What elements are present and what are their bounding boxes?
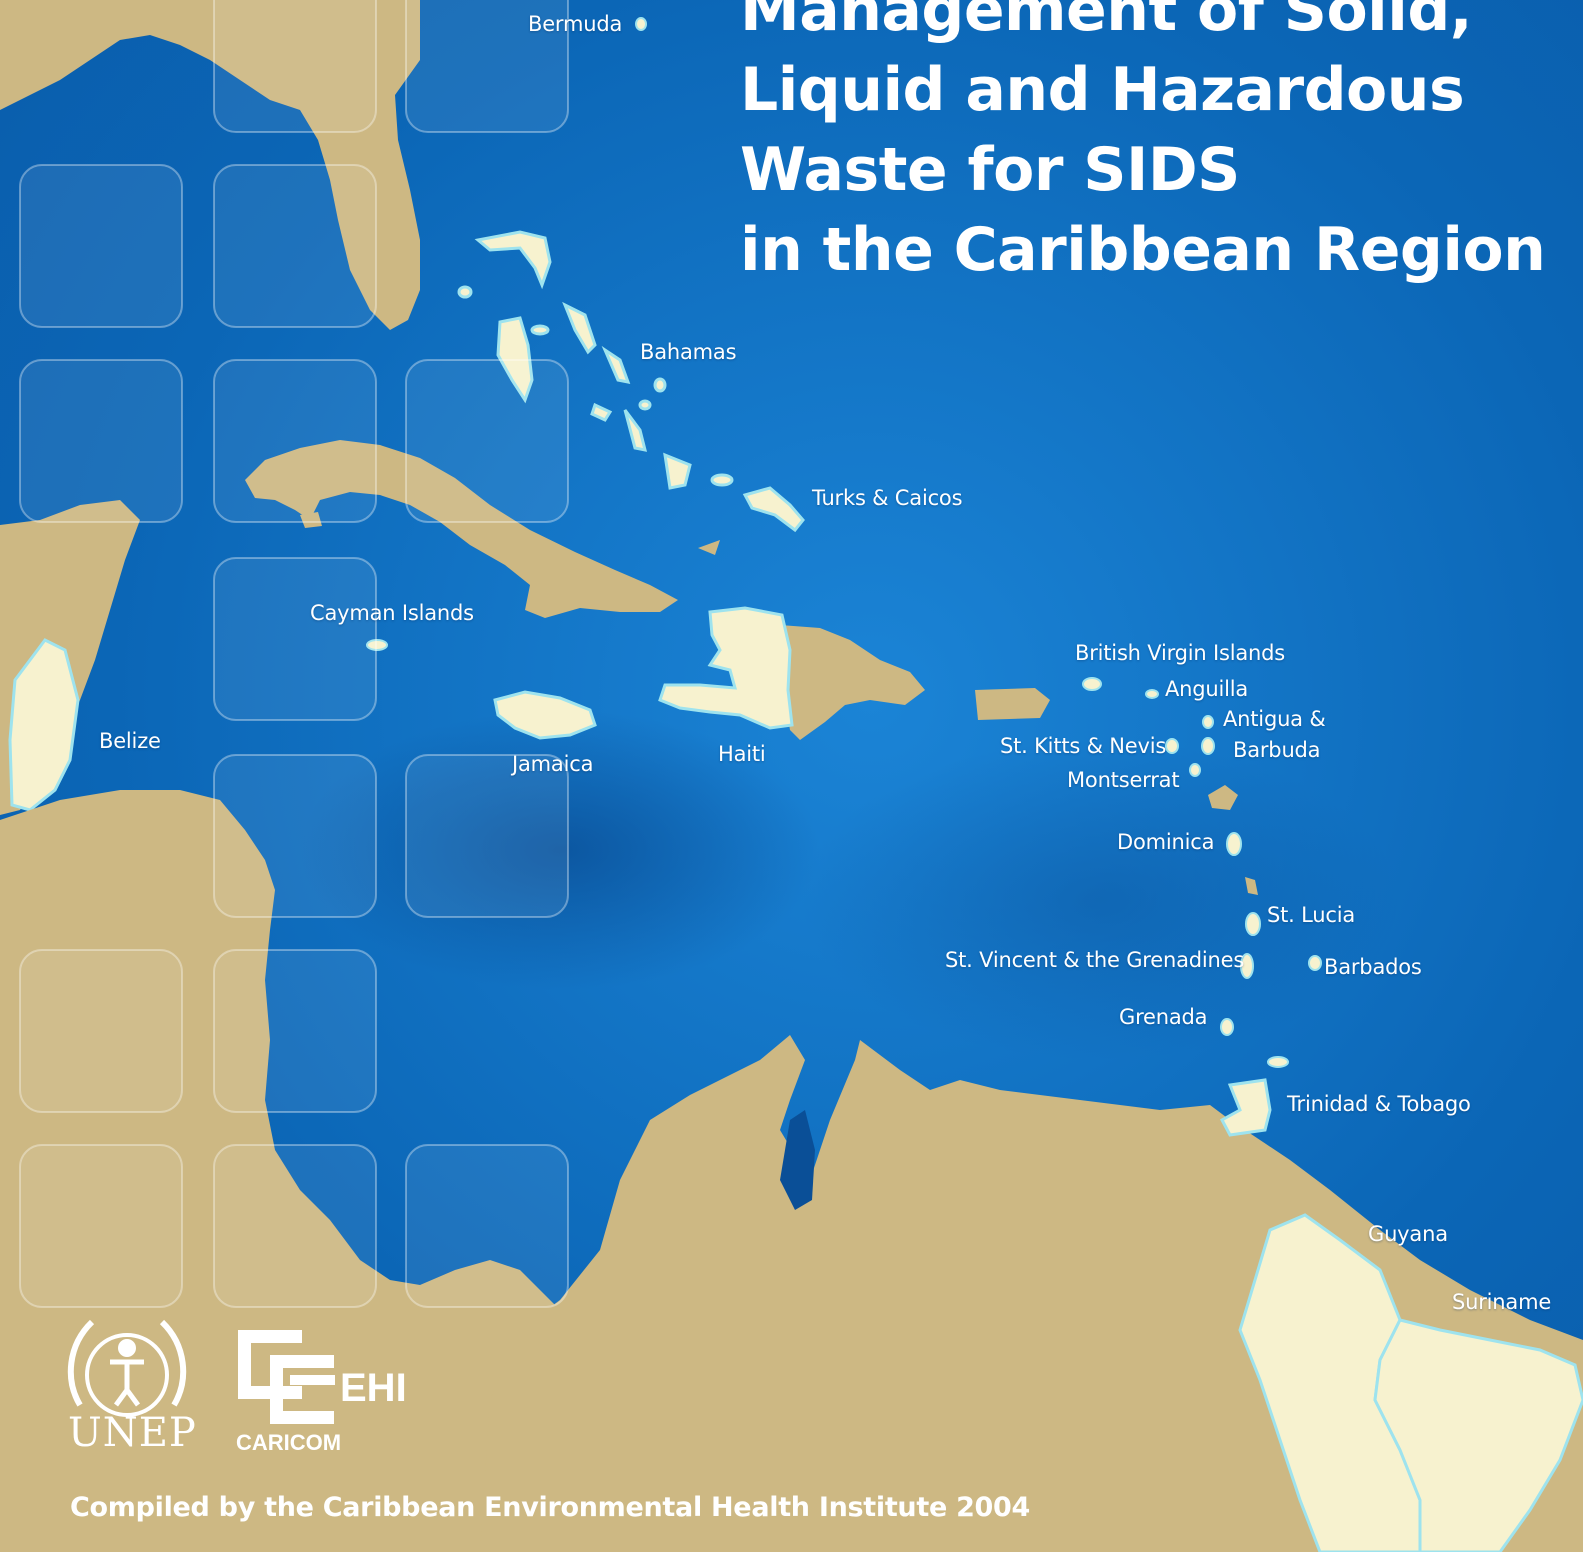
title-line: Management of Solid, — [740, 0, 1473, 45]
label-trinidad-tobago: Trinidad & Tobago — [1287, 1092, 1471, 1116]
label-british-virgin-islands: British Virgin Islands — [1075, 641, 1286, 665]
label-suriname: Suriname — [1452, 1290, 1552, 1314]
turks-caicos-islands — [742, 486, 805, 533]
caricom-wordmark: CARICOM — [236, 1430, 342, 1455]
lake-maracaibo — [780, 1110, 815, 1210]
label-montserrat: Montserrat — [1067, 768, 1180, 792]
label-st-lucia: St. Lucia — [1267, 903, 1356, 927]
lesser-antilles-islands — [1082, 677, 1322, 1036]
label-bermuda: Bermuda — [528, 12, 623, 36]
label-bahamas: Bahamas — [640, 340, 737, 364]
suriname-land — [1373, 1318, 1583, 1552]
martinique-land — [1245, 877, 1258, 895]
ehi-wordmark: EHI — [340, 1366, 407, 1410]
puerto-rico-land — [975, 688, 1050, 720]
label-dominica: Dominica — [1117, 830, 1215, 854]
label-st-vincent: St. Vincent & the Grenadines — [945, 948, 1245, 972]
isle-of-youth-land — [300, 512, 322, 528]
cuba-land — [245, 440, 678, 618]
label-grenada: Grenada — [1119, 1005, 1208, 1029]
trinidad-land — [1219, 1078, 1272, 1137]
caricom-ehi-logo — [238, 1330, 335, 1424]
cayman-islands — [366, 639, 388, 651]
label-jamaica: Jamaica — [512, 752, 594, 776]
title-line: Waste for SIDS — [740, 135, 1240, 205]
label-barbados: Barbados — [1324, 955, 1422, 979]
label-barbuda: Barbuda — [1233, 738, 1321, 762]
label-st-kitts-nevis: St. Kitts & Nevis — [1000, 734, 1167, 758]
tobago-land — [1267, 1056, 1289, 1068]
page-title: Management of Solid, Liquid and Hazardou… — [740, 0, 1546, 290]
bermuda-island — [635, 17, 647, 31]
label-guyana: Guyana — [1368, 1222, 1448, 1246]
florida-land — [0, 0, 420, 330]
label-cayman-islands: Cayman Islands — [310, 601, 474, 625]
grid-overlay — [19, 0, 569, 1308]
unep-wordmark: UNEP — [68, 1410, 197, 1456]
bahamas-islands — [457, 230, 734, 490]
belize-land — [8, 638, 80, 812]
deep-sea-shade — [300, 710, 820, 990]
label-turks-caicos: Turks & Caicos — [812, 486, 963, 510]
deep-sea-shade — [800, 740, 1400, 1060]
label-anguilla: Anguilla — [1165, 677, 1249, 701]
jamaica-land — [493, 690, 597, 740]
dominican-republic-land — [780, 625, 925, 740]
label-antigua: Antigua & — [1223, 707, 1326, 731]
haiti-land — [658, 606, 794, 730]
title-line: Liquid and Hazardous — [740, 55, 1465, 125]
label-haiti: Haiti — [718, 742, 766, 766]
credit-line: Compiled by the Caribbean Environmental … — [70, 1492, 1031, 1523]
unep-laurel-logo — [67, 1319, 187, 1417]
title-line: in the Caribbean Region — [740, 215, 1546, 285]
guadeloupe-land — [1208, 785, 1238, 810]
label-belize: Belize — [99, 729, 161, 753]
inagua-land — [698, 540, 720, 555]
